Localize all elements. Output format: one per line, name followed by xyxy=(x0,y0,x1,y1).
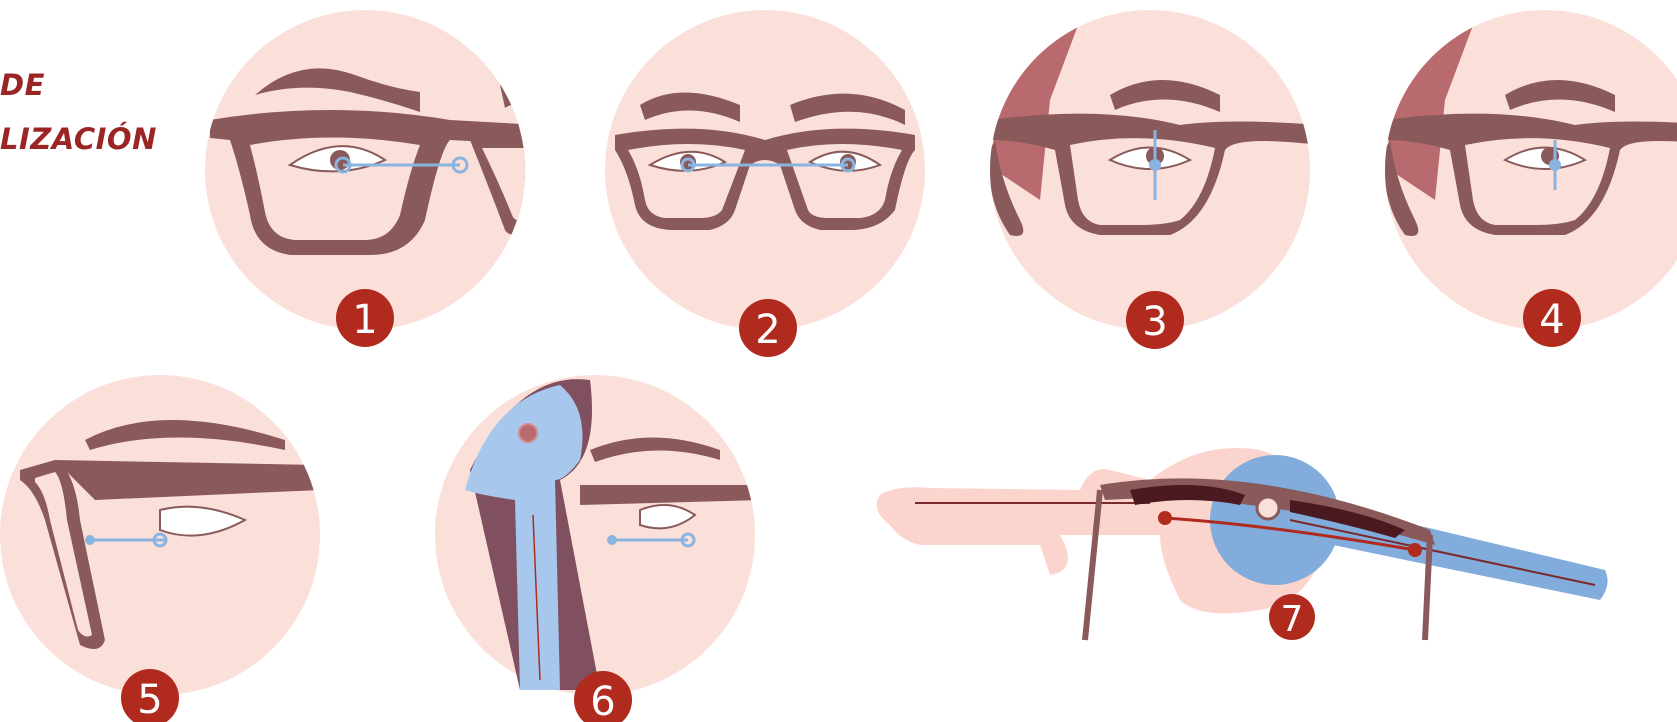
panel-1: 1 xyxy=(205,10,540,347)
step-number-6: 6 xyxy=(590,679,615,722)
step-number-5: 5 xyxy=(137,677,162,722)
panel-2: 2 xyxy=(605,10,925,357)
step-number-7: 7 xyxy=(1281,599,1304,640)
panel-3: 3 xyxy=(989,10,1320,349)
step-number-2: 2 xyxy=(755,307,780,353)
panel-4: 4 xyxy=(1384,10,1677,347)
step-number-4: 4 xyxy=(1539,297,1564,343)
panel-7: 7 xyxy=(877,448,1608,640)
step-number-1: 1 xyxy=(352,297,377,343)
panel-6: 6 xyxy=(435,375,760,722)
panel-5: 5 xyxy=(0,375,320,722)
step-number-3: 3 xyxy=(1142,299,1167,345)
